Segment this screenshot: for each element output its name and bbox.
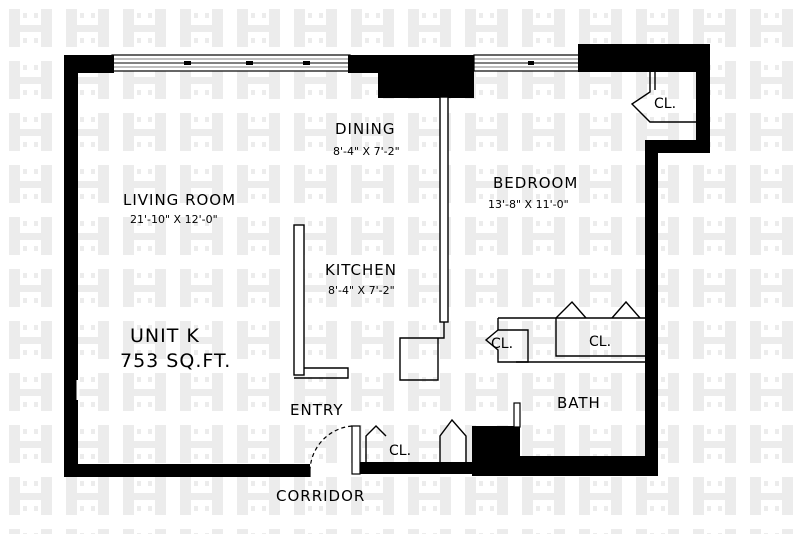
bedroom-dimensions: 13'-8" X 11'-0" — [488, 198, 569, 211]
bedroom-closets — [484, 300, 645, 363]
living-room-dimensions: 21'-10" X 12'-0" — [130, 213, 218, 226]
dining-dimensions: 8'-4" X 7'-2" — [333, 145, 400, 158]
corridor-label: CORRIDOR — [276, 487, 365, 505]
bedroom-closet-right-label: CL. — [589, 334, 611, 350]
kitchen-dimensions: 8'-4" X 7'-2" — [328, 284, 395, 297]
exterior-walls — [64, 44, 710, 477]
bedroom-closet-top — [630, 72, 696, 123]
dining-label: DINING — [335, 120, 395, 138]
entry-closet — [351, 418, 467, 475]
bath-label: BATH — [557, 394, 601, 412]
unit-area: 753 SQ.FT. — [120, 350, 231, 372]
interior-walls — [76, 96, 449, 400]
living-room-label: LIVING ROOM — [123, 191, 236, 209]
kitchen-label: KITCHEN — [325, 261, 397, 279]
unit-name: UNIT K — [130, 325, 200, 347]
entry-label: ENTRY — [290, 401, 344, 419]
bedroom-closet-top-label: CL. — [654, 96, 676, 112]
bath-partition — [513, 402, 521, 428]
entry-door — [309, 425, 353, 477]
bedroom-closet-left-label: CL. — [491, 336, 513, 352]
bedroom-label: BEDROOM — [493, 174, 578, 192]
bedroom-window — [473, 54, 581, 72]
entry-closet-label: CL. — [389, 443, 411, 459]
living-room-window — [111, 54, 351, 72]
